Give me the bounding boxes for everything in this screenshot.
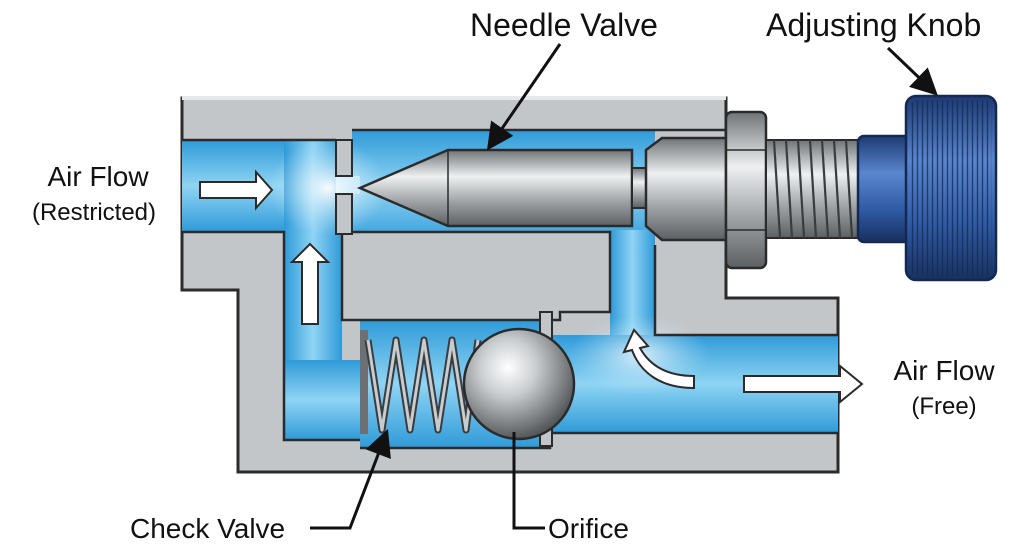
- adjusting-knob-label: Adjusting Knob: [766, 7, 981, 43]
- steel-ball: [462, 327, 576, 441]
- air-flow-restricted-label: Air Flow: [47, 161, 149, 192]
- air-flow-restricted-sublabel: (Restricted): [32, 199, 156, 226]
- threaded-stem: [765, 139, 863, 239]
- flow-arrow-icon: [743, 363, 864, 405]
- gland-nut: [644, 110, 768, 270]
- check-valve-label: Check Valve: [130, 513, 285, 544]
- internal-walls: [182, 128, 838, 450]
- needle-valve-label: Needle Valve: [470, 7, 658, 43]
- orifice-label: Orifice: [548, 513, 629, 544]
- flow-arrow-icon: [199, 169, 274, 211]
- leader-line: [310, 43, 938, 530]
- air-flow-free-label: Air Flow: [893, 355, 995, 386]
- coil-spring: [364, 336, 482, 434]
- flow-arrow-icon: [289, 242, 331, 325]
- flow-arrow-icon: [622, 328, 695, 390]
- air-flow-free-sublabel: (Free): [911, 393, 976, 420]
- adjusting-knob: [856, 94, 998, 282]
